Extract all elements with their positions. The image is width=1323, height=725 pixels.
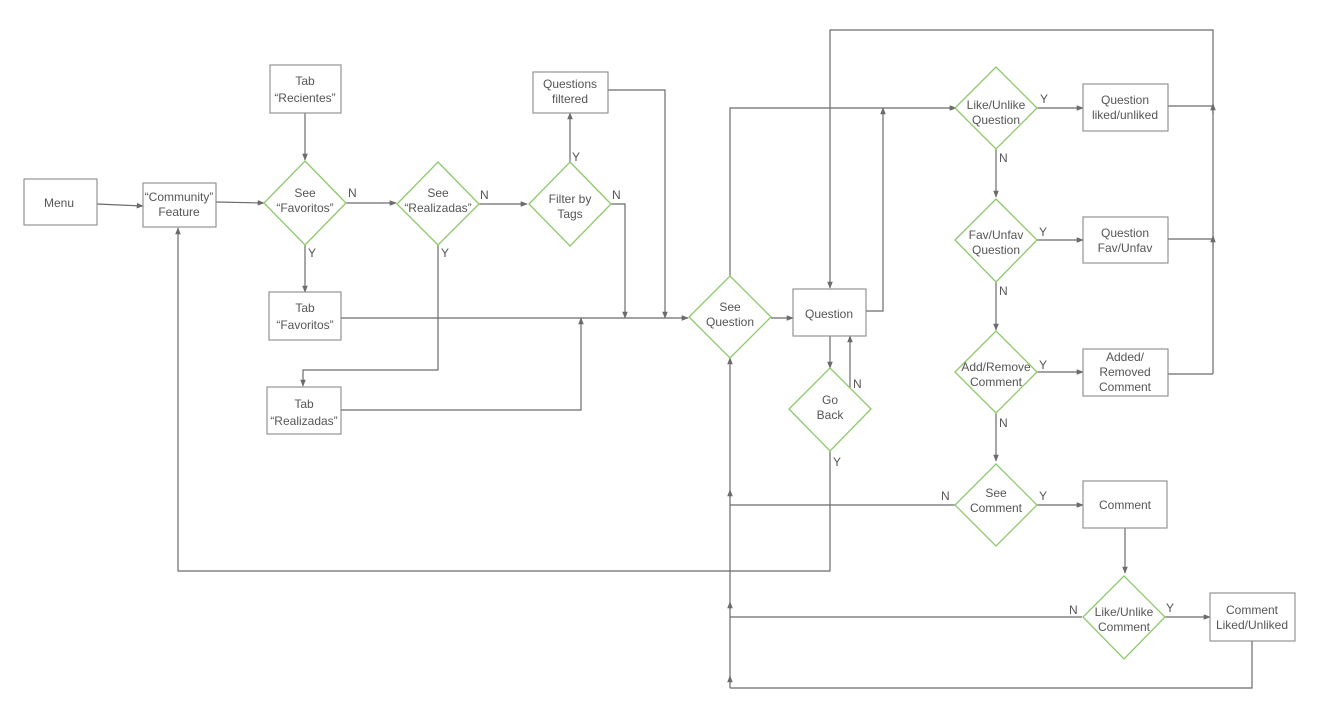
- see-realizadas-label: See“Realizadas”: [404, 186, 471, 215]
- edge-see-realizadas-yes: [300, 245, 439, 387]
- added-comment-box: [1082, 348, 1169, 397]
- edge-label-like-c-n: N: [1069, 603, 1078, 617]
- question-liked-box: [1082, 83, 1169, 132]
- see-question-diamond: [688, 275, 772, 359]
- edge-label-filter-n: N: [612, 188, 621, 202]
- see-favoritos-label: See“Favoritos”: [276, 186, 333, 215]
- edge-menu-to-community: [96, 202, 144, 209]
- edge-label-real-n: N: [480, 188, 489, 202]
- question-label: Question: [805, 307, 853, 321]
- edge-label-like-c-y: Y: [1166, 601, 1174, 615]
- edge-tab-realizadas-to-see-question: [341, 317, 584, 411]
- comment-liked-box: [1209, 592, 1296, 642]
- filter-tags-diamond: [528, 161, 612, 247]
- add-comment-diamond: [954, 330, 1038, 414]
- edge-label-goback-n: N: [853, 377, 862, 391]
- edge-label-fav-q-n: N: [999, 284, 1008, 298]
- question-box: [792, 288, 867, 337]
- see-realizadas-diamond: [396, 161, 480, 246]
- menu-label: Menu: [44, 196, 74, 210]
- edge-label-see-c-n: N: [941, 489, 950, 503]
- edge-label-fav-y: Y: [308, 246, 316, 260]
- comment-box: [1082, 480, 1168, 529]
- edge-filter-no: [611, 203, 628, 319]
- edge-see-question-to-like: [729, 105, 957, 278]
- community-label: “Community”Feature: [145, 190, 214, 219]
- question-fav-box: [1082, 216, 1169, 264]
- process-boxes: [23, 64, 1296, 642]
- edge-label-real-y: Y: [441, 246, 449, 260]
- node-labels: Menu “Community”Feature Tab“Recientes” S…: [44, 74, 1288, 634]
- like-question-diamond: [954, 66, 1038, 150]
- tab-realizadas-label: Tab“Realizadas”: [270, 397, 337, 428]
- tab-favoritos-label: Tab“Favoritos”: [276, 301, 333, 332]
- edge-labels: N Y N Y N Y N Y Y N Y N Y N N Y N Y: [308, 92, 1174, 617]
- edge-community-to-see-favoritos: [215, 200, 265, 206]
- like-comment-diamond: [1082, 575, 1166, 660]
- edge-return-to-question: [827, 29, 1214, 374]
- tab-realizadas-box: [266, 386, 342, 435]
- edge-label-like-q-y: Y: [1040, 92, 1048, 106]
- edge-filtered-to-see-question: [608, 89, 668, 319]
- edge-label-add-c-y: Y: [1039, 358, 1047, 372]
- menu-box: [23, 178, 98, 226]
- edge-label-see-c-y: Y: [1039, 489, 1047, 503]
- edge-label-like-q-n: N: [999, 151, 1008, 165]
- questions-filtered-box: [532, 71, 609, 114]
- edge-label-add-c-n: N: [999, 416, 1008, 430]
- go-back-diamond: [788, 367, 872, 452]
- edge-comment-liked-out: [730, 641, 1253, 689]
- edge-label-fav-n: N: [348, 186, 357, 200]
- connectors: [96, 29, 1253, 689]
- edge-question-to-like: [866, 107, 886, 312]
- see-comment-diamond: [954, 463, 1038, 547]
- community-box: [142, 182, 217, 228]
- decision-diamonds: [263, 66, 1166, 660]
- edge-label-goback-y: Y: [833, 455, 841, 469]
- see-favoritos-diamond: [263, 160, 347, 246]
- tab-recientes-box: [269, 64, 342, 114]
- fav-question-diamond: [954, 198, 1038, 283]
- edge-go-back-yes: [175, 227, 831, 572]
- edge-label-filter-y: Y: [572, 150, 580, 164]
- edge-label-fav-q-y: Y: [1039, 225, 1047, 239]
- tab-favoritos-box: [268, 291, 342, 341]
- tab-recientes-label: Tab“Recientes”: [274, 74, 335, 105]
- comment-label: Comment: [1099, 498, 1152, 512]
